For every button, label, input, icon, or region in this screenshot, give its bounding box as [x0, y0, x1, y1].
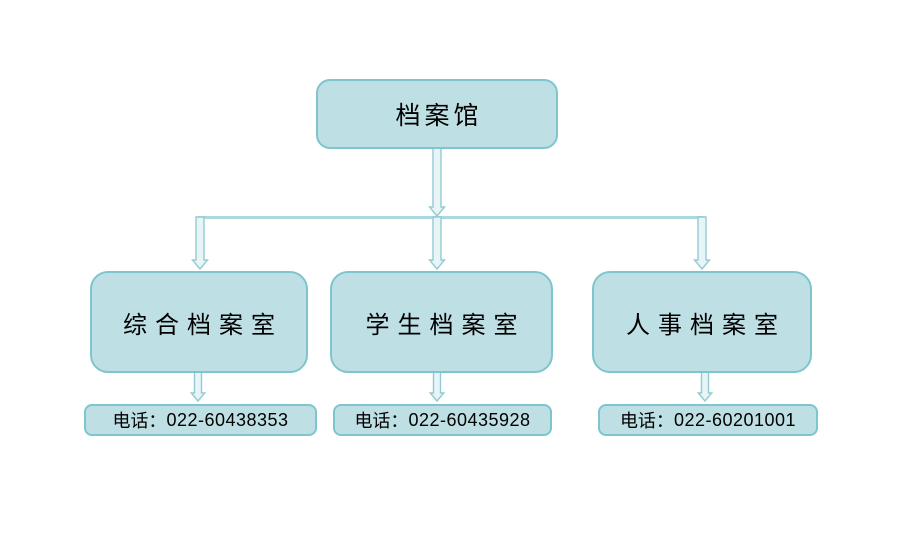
- org-node-root-label: 档案馆: [395, 103, 483, 130]
- down-arrow-dept1-to-phone: [189, 371, 207, 403]
- down-arrow-bar-to-dept1: [191, 216, 209, 271]
- org-node-dept-1-label: 综合档案室: [123, 312, 283, 339]
- down-arrow-dept3-to-phone: [696, 371, 714, 403]
- down-arrow-dept2-to-phone: [428, 371, 446, 403]
- org-node-root: 档案馆: [316, 79, 558, 149]
- phone-node-1: 电话：022-60438353: [84, 404, 317, 436]
- org-node-dept-2-label: 学生档案室: [365, 312, 526, 339]
- down-arrow-bar-to-dept3: [693, 216, 711, 271]
- org-node-dept-3: 人事档案室: [592, 271, 812, 373]
- phone-label-3: 电话：: [619, 411, 674, 431]
- down-arrow-root-to-bar: [428, 147, 446, 218]
- phone-number-1: 022-60438353: [166, 409, 289, 430]
- org-node-dept-3-label: 人事档案室: [626, 312, 786, 339]
- phone-label-1: 电话：: [112, 411, 167, 431]
- phone-node-2: 电话：022-60435928: [333, 404, 552, 436]
- org-node-dept-2: 学生档案室: [330, 271, 553, 373]
- down-arrow-bar-to-dept2: [428, 216, 446, 271]
- phone-number-2: 022-60435928: [408, 409, 531, 430]
- phone-label-2: 电话：: [354, 411, 409, 431]
- phone-number-3: 022-60201001: [673, 409, 797, 430]
- phone-node-3: 电话：022-60201001: [598, 404, 818, 436]
- org-node-dept-1: 综合档案室: [90, 271, 308, 373]
